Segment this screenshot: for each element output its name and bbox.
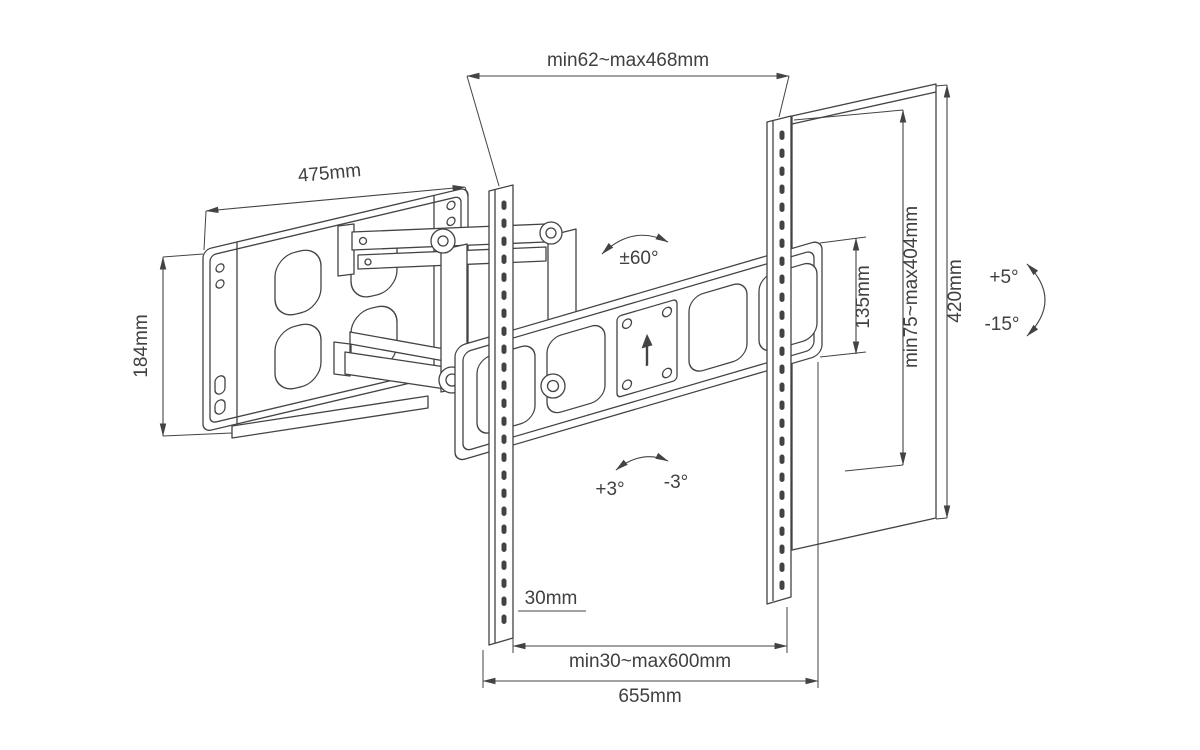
plate-cutout <box>274 323 322 390</box>
arm-screw <box>364 258 372 266</box>
dim-height-range: min75~max404mm <box>793 109 922 472</box>
dim-span-range: min30~max600mm <box>512 607 788 672</box>
bottom-support-bar <box>231 395 429 439</box>
vesa-plate <box>616 299 678 398</box>
plate-cutout <box>274 249 322 316</box>
plate-hole <box>215 263 225 273</box>
extension-line <box>935 517 948 520</box>
pivot-joint-pin <box>437 235 449 247</box>
dim-bracket-height: 135mm <box>819 236 874 358</box>
wall-plate-outline <box>202 188 469 431</box>
label-tilt-down: -15° <box>984 314 1019 335</box>
label-offset: 30mm <box>525 588 578 609</box>
crossbar-cutout <box>688 283 748 372</box>
label-roll-cw: +3° <box>595 479 624 500</box>
vesa-hole <box>661 306 673 318</box>
wall-plate <box>202 188 469 431</box>
pivot-joint <box>430 228 456 254</box>
extension-line <box>935 84 948 87</box>
extension-line <box>844 464 904 472</box>
extension-line <box>464 186 469 197</box>
label-swivel: ±60° <box>619 248 658 269</box>
extension-line <box>203 210 207 251</box>
pivot-joint <box>539 221 563 245</box>
dim-offset: 30mm <box>518 588 586 612</box>
vesa-hole <box>621 318 633 330</box>
tv-panel-edge-line <box>791 91 937 125</box>
label-rail-length: 420mm <box>945 259 966 322</box>
up-arrow-head-icon <box>641 333 653 349</box>
label-roll-ccw: -3° <box>664 472 689 493</box>
label-plate-width: 475mm <box>297 160 362 187</box>
left-rail <box>488 184 514 646</box>
extension-line <box>793 109 904 121</box>
label-tilt-up: +5° <box>989 267 1018 288</box>
plate-hole <box>215 279 225 289</box>
roll-arc-arrow <box>615 452 669 471</box>
label-total-width: 655mm <box>618 686 681 707</box>
tilt-arc-arrow <box>1026 263 1046 337</box>
label-span-range: min30~max600mm <box>569 651 731 672</box>
right-rail-outline <box>766 115 792 605</box>
annotation-swivel: ±60° <box>601 233 669 269</box>
label-plate-height: 184mm <box>131 314 152 377</box>
plate-slot <box>214 399 226 415</box>
dim-plate-height: 184mm <box>131 253 233 437</box>
upper-arm-bracket <box>337 223 355 277</box>
annotation-tilt: +5° -15° <box>984 263 1046 337</box>
plate-hole <box>446 216 456 227</box>
vesa-hole <box>661 367 673 379</box>
extension-line <box>162 432 233 437</box>
vesa-hole <box>621 379 633 391</box>
pivot-joint-pin <box>545 227 557 239</box>
pivot-joint-pin <box>546 379 560 393</box>
extension-line <box>819 236 867 244</box>
extension-line <box>466 75 500 187</box>
dimension-line <box>205 184 466 214</box>
dim-rail-length: 420mm <box>935 84 966 520</box>
left-rail-outline <box>488 184 514 646</box>
dim-top-span: min62~max468mm <box>466 50 790 187</box>
extension-line <box>778 75 790 118</box>
label-height-range: min75~max404mm <box>901 206 922 368</box>
label-bracket-height: 135mm <box>853 265 874 328</box>
arm-screw <box>358 236 368 246</box>
dim-total-width: 655mm <box>482 362 819 707</box>
extension-line <box>819 351 867 358</box>
label-top-span: min62~max468mm <box>547 50 709 71</box>
swivel-arc-arrow <box>601 233 669 255</box>
right-rail <box>766 115 792 605</box>
pivot-joint <box>540 373 566 399</box>
annotation-roll: +3° -3° <box>595 452 689 500</box>
extension-line <box>162 253 204 258</box>
plate-slot <box>214 375 226 395</box>
